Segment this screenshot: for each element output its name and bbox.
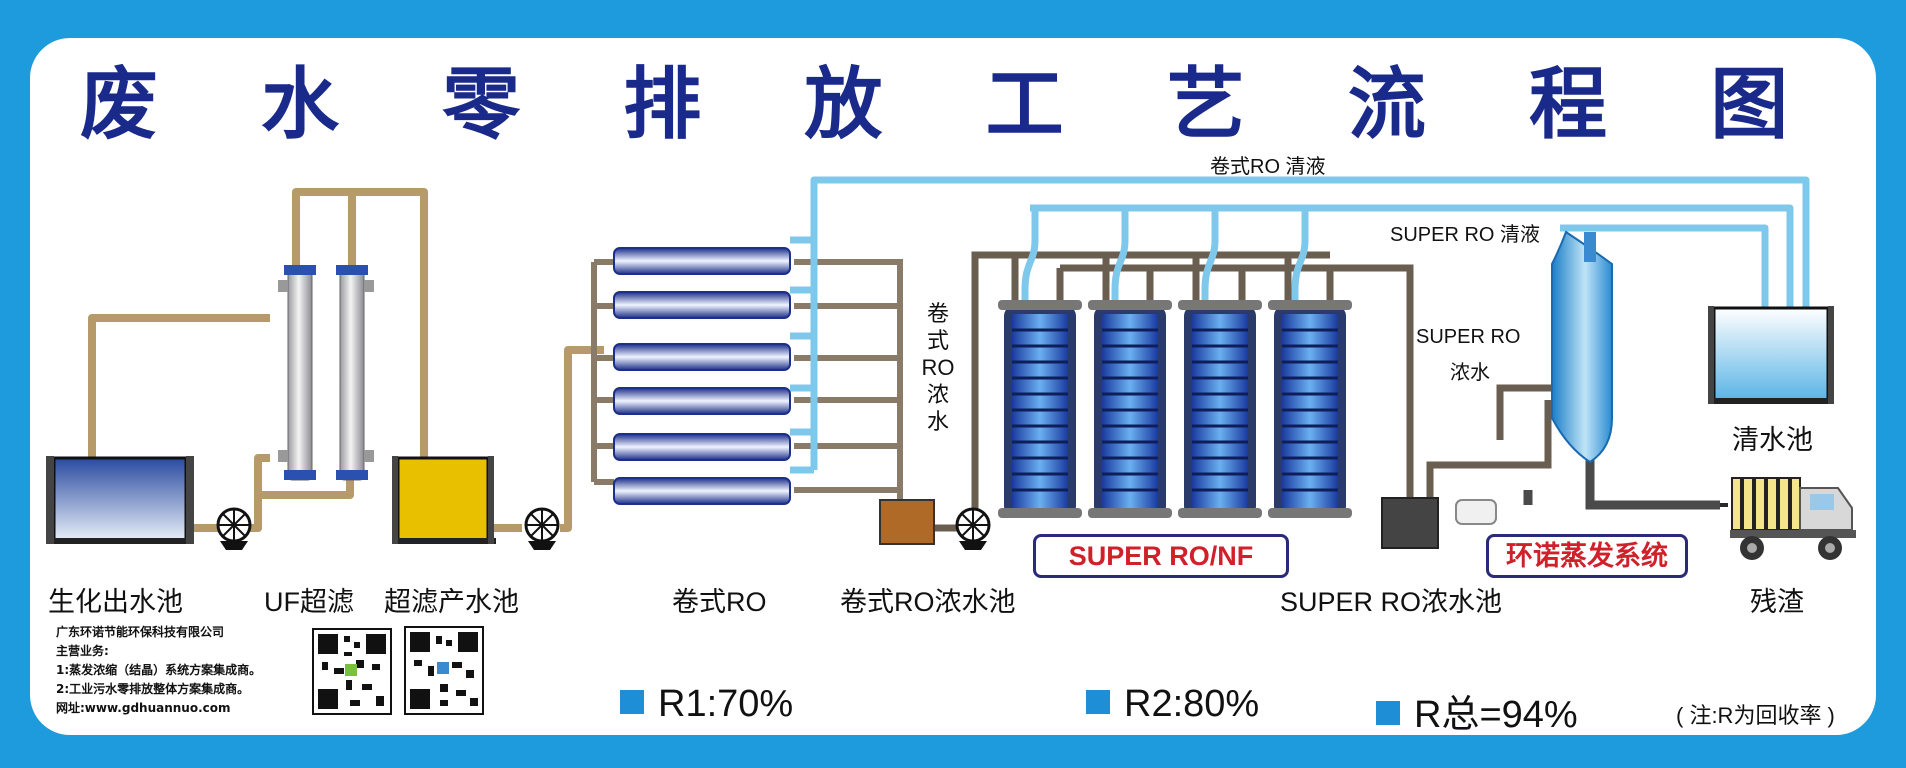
uf-label: UF超滤 [264,587,354,617]
pump-icon [216,507,252,550]
ro-permeate-label: 卷式RO 清液 [1210,156,1326,178]
bio-tank-label: 生化出水池 [48,587,183,617]
uf-tank-label: 超滤产水池 [384,587,519,617]
bio-effluent-tank [46,456,194,544]
company-name: 广东环诺节能环保科技有限公司 [56,625,225,639]
truck-icon [1730,477,1856,560]
square-icon [620,689,644,714]
square-icon [1376,700,1400,725]
clean-water-tank [1708,306,1834,404]
super-ro-brine-tank-label: SUPER RO浓水池 [1280,587,1503,617]
company-website: 网址:www.gdhuannuo.com [56,701,231,715]
evaporation-box: 环诺蒸发系统 [1486,534,1688,578]
ro-brine-tank-label: 卷式RO浓水池 [840,587,1016,617]
ro-label: 卷式RO [672,587,767,617]
pump-icon [955,507,991,550]
super-ro-permeate-label: SUPER RO 清液 [1390,224,1541,246]
clean-tank-label: 清水池 [1732,425,1813,455]
spiral-ro-modules [613,247,791,505]
uf-membrane-modules [278,265,374,481]
business-item-1: 1:蒸发浓缩（结晶）系统方案集成商。 [56,663,262,677]
evaporator-vessel [1455,230,1613,525]
super-ro-brine-label-2: 浓水 [1450,362,1490,384]
company-info: 广东环诺节能环保科技有限公司 主营业务: 1:蒸发浓缩（结晶）系统方案集成商。 … [56,623,261,718]
square-icon [1086,689,1110,714]
rate-total: R总=94% [1376,683,1578,738]
ro-brine-vertical-label: 卷 式 RO 浓 水 [921,301,955,434]
uf-product-tank [392,456,496,544]
super-ro-nf-columns [998,300,1352,518]
super-ro-brine-tank [1381,497,1439,549]
rate-r2: R2:80% [1086,683,1259,726]
rate-note: ( 注:R为回收率 ) [1676,703,1835,728]
pump-icon [524,507,560,550]
super-ro-nf-box: SUPER RO/NF [1033,534,1289,578]
business-title: 主营业务: [56,644,109,658]
super-ro-brine-label-1: SUPER RO [1416,326,1521,348]
qr-code-icon [404,626,484,715]
business-item-2: 2:工业污水零排放整体方案集成商。 [56,682,250,696]
rate-r1: R1:70% [620,683,793,726]
ro-brine-tank [879,499,935,545]
qr-code-icon [312,628,392,715]
residue-label: 残渣 [1750,587,1804,617]
page-title: 废 水 零 排 放 工 艺 流 程 图 [79,60,1827,150]
